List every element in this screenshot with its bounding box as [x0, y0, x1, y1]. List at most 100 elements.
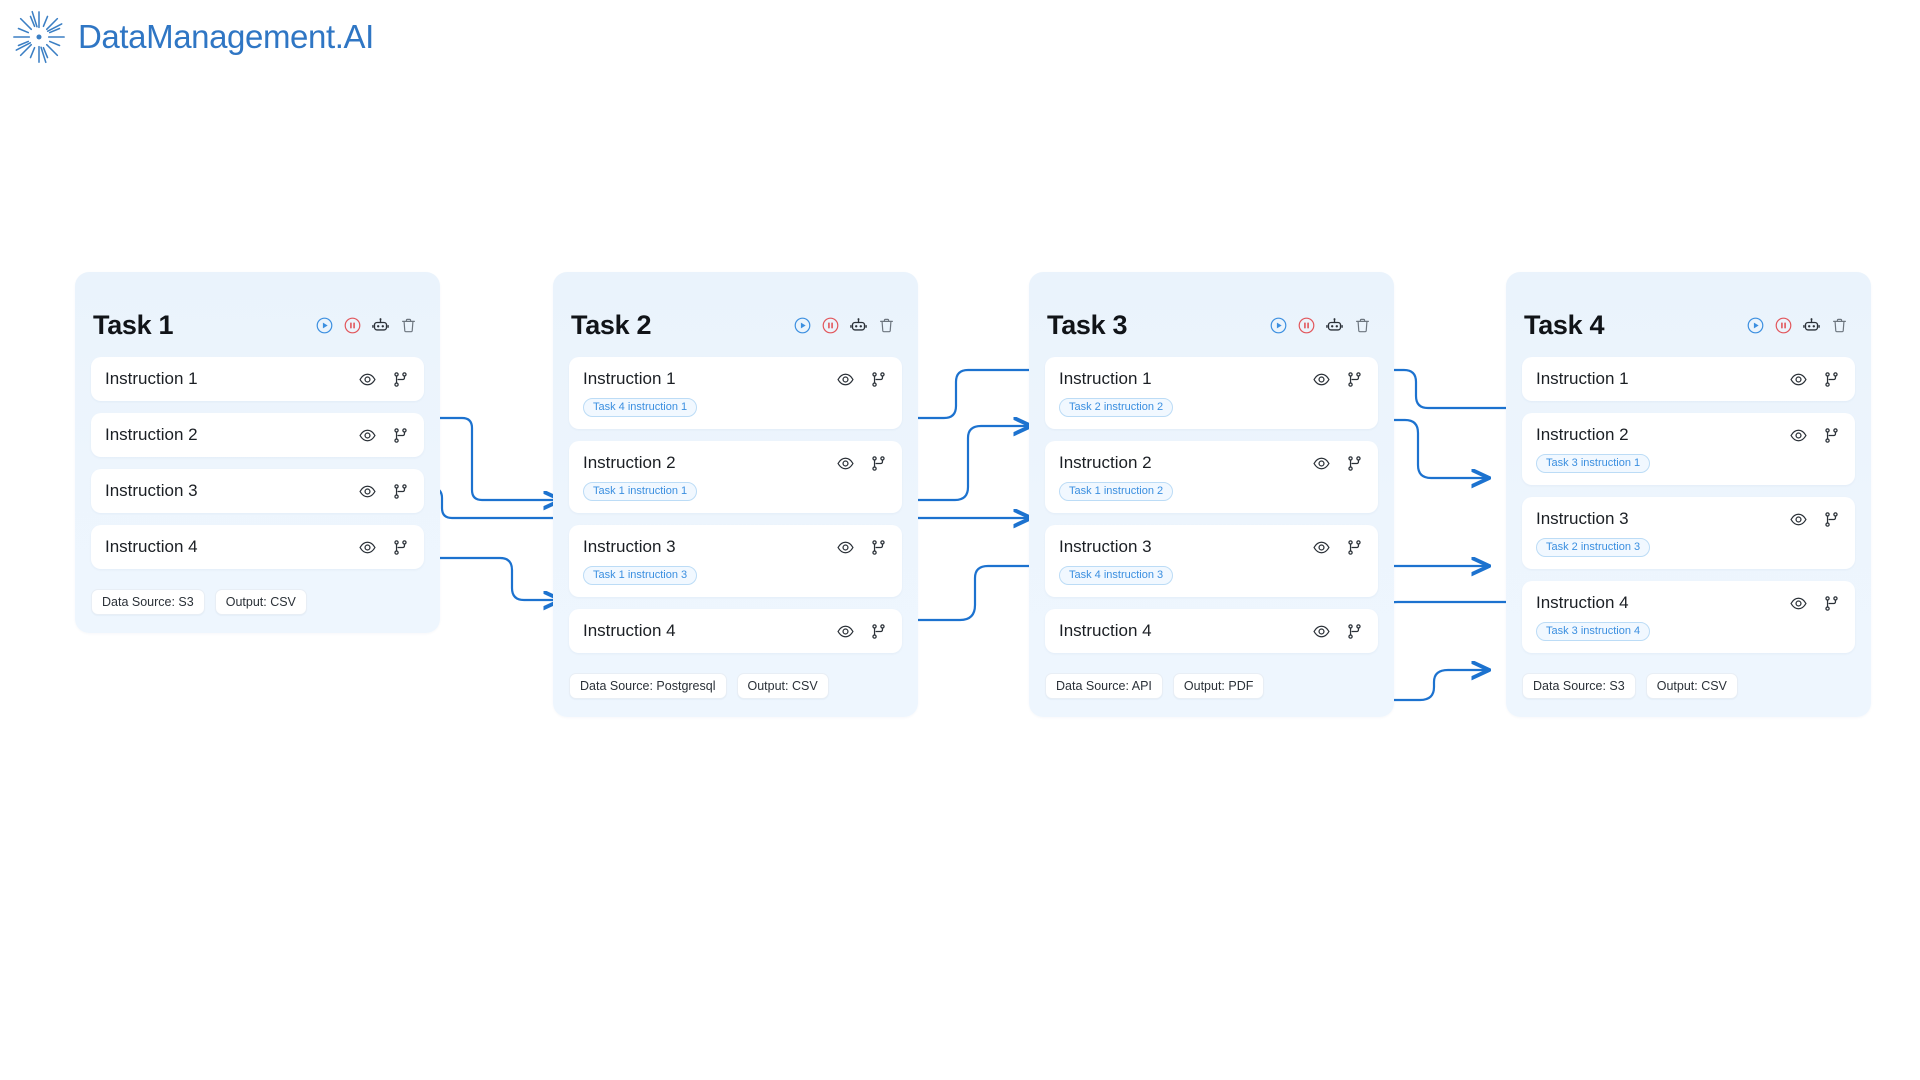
instruction-item[interactable]: Instruction 1 Task 2 instruction 2	[1045, 357, 1378, 429]
branch-button[interactable]	[1345, 538, 1364, 557]
branch-button[interactable]	[1822, 594, 1841, 613]
branch-button[interactable]	[1822, 370, 1841, 389]
run-button[interactable]	[315, 316, 334, 335]
instruction-item[interactable]: Instruction 1	[1522, 357, 1855, 401]
delete-button[interactable]	[399, 316, 418, 335]
instruction-label: Instruction 1	[583, 369, 676, 388]
pause-button[interactable]	[1774, 316, 1793, 335]
instruction-item[interactable]: Instruction 2	[91, 413, 424, 457]
run-button[interactable]	[793, 316, 812, 335]
preview-button[interactable]	[358, 426, 377, 445]
task-title: Task 3	[1047, 310, 1128, 340]
agent-button[interactable]	[1325, 316, 1344, 335]
branch-button[interactable]	[1345, 622, 1364, 641]
preview-button[interactable]	[1312, 370, 1331, 389]
delete-button[interactable]	[1353, 316, 1372, 335]
output-chip: Output: PDF	[1172, 673, 1265, 699]
branch-button[interactable]	[391, 426, 410, 445]
branch-button[interactable]	[869, 538, 888, 557]
instruction-item[interactable]: Instruction 3	[91, 469, 424, 513]
preview-button[interactable]	[1312, 538, 1331, 557]
branch-button[interactable]	[869, 454, 888, 473]
data-source-chip: Data Source: S3	[1522, 673, 1636, 699]
instruction-action-group	[1789, 426, 1841, 445]
agent-button[interactable]	[371, 316, 390, 335]
instruction-item[interactable]: Instruction 4	[1045, 609, 1378, 653]
preview-button[interactable]	[1789, 594, 1808, 613]
preview-button[interactable]	[358, 370, 377, 389]
dependency-tag[interactable]: Task 2 instruction 3	[1536, 538, 1651, 557]
instruction-item[interactable]: Instruction 4	[569, 609, 902, 653]
preview-button[interactable]	[836, 622, 855, 641]
instruction-action-group	[1312, 622, 1364, 641]
preview-button[interactable]	[1789, 510, 1808, 529]
run-button[interactable]	[1269, 316, 1288, 335]
delete-button[interactable]	[1830, 316, 1849, 335]
delete-button[interactable]	[877, 316, 896, 335]
branch-button[interactable]	[1822, 510, 1841, 529]
agent-button[interactable]	[1802, 316, 1821, 335]
preview-button[interactable]	[836, 454, 855, 473]
app-logo[interactable]: DataManagement.AI	[10, 8, 374, 66]
run-button[interactable]	[1746, 316, 1765, 335]
dependency-tag[interactable]: Task 1 instruction 1	[583, 482, 698, 501]
preview-button[interactable]	[1312, 454, 1331, 473]
instruction-label: Instruction 1	[1059, 369, 1152, 388]
instruction-item[interactable]: Instruction 1 Task 4 instruction 1	[569, 357, 902, 429]
instruction-label: Instruction 4	[583, 621, 676, 640]
instruction-item[interactable]: Instruction 4	[91, 525, 424, 569]
preview-button[interactable]	[1312, 622, 1331, 641]
preview-button[interactable]	[358, 482, 377, 501]
dependency-tag[interactable]: Task 3 instruction 4	[1536, 622, 1651, 641]
branch-button[interactable]	[1822, 426, 1841, 445]
preview-button[interactable]	[836, 538, 855, 557]
instruction-action-group	[1312, 454, 1364, 473]
branch-button[interactable]	[391, 370, 410, 389]
output-chip: Output: CSV	[214, 589, 307, 615]
instruction-item[interactable]: Instruction 1	[91, 357, 424, 401]
instruction-label: Instruction 2	[105, 425, 198, 444]
pause-button[interactable]	[343, 316, 362, 335]
dependency-tag[interactable]: Task 1 instruction 3	[583, 566, 698, 585]
agent-button[interactable]	[849, 316, 868, 335]
preview-button[interactable]	[1789, 426, 1808, 445]
instruction-action-group	[836, 538, 888, 557]
instruction-list: Instruction 1 Instruction 2 Instruction 3 I…	[75, 357, 440, 569]
dependency-tag[interactable]: Task 4 instruction 3	[1059, 566, 1174, 585]
preview-button[interactable]	[358, 538, 377, 557]
task-card-header: Task 4	[1506, 272, 1871, 357]
branch-button[interactable]	[391, 482, 410, 501]
instruction-label: Instruction 4	[1059, 621, 1152, 640]
branch-button[interactable]	[869, 622, 888, 641]
task-card-header: Task 1	[75, 272, 440, 357]
instruction-action-group	[358, 482, 410, 501]
branch-button[interactable]	[1345, 454, 1364, 473]
pause-button[interactable]	[1297, 316, 1316, 335]
branch-button[interactable]	[869, 370, 888, 389]
dependency-tag[interactable]: Task 4 instruction 1	[583, 398, 698, 417]
branch-button[interactable]	[391, 538, 410, 557]
dependency-tag[interactable]: Task 2 instruction 2	[1059, 398, 1174, 417]
dependency-tag[interactable]: Task 1 instruction 2	[1059, 482, 1174, 501]
pause-button[interactable]	[821, 316, 840, 335]
instruction-label: Instruction 3	[1059, 537, 1152, 556]
dependency-tag[interactable]: Task 3 instruction 1	[1536, 454, 1651, 473]
preview-button[interactable]	[1789, 370, 1808, 389]
task-action-group	[315, 316, 418, 335]
instruction-label: Instruction 3	[105, 481, 198, 500]
preview-button[interactable]	[836, 370, 855, 389]
instruction-item[interactable]: Instruction 3 Task 4 instruction 3	[1045, 525, 1378, 597]
branch-button[interactable]	[1345, 370, 1364, 389]
